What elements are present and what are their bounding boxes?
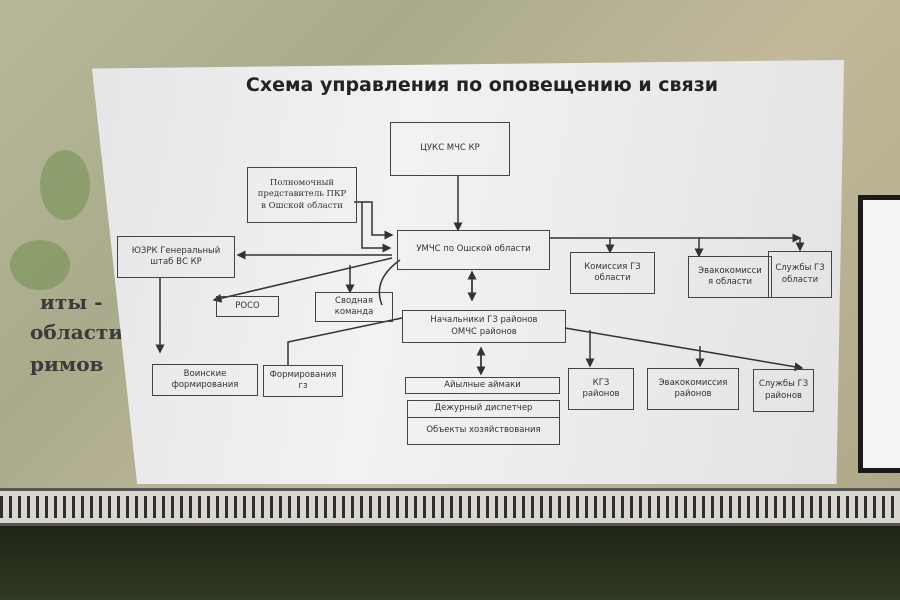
node-obekty: Объекты хозяйствования [407, 417, 560, 445]
node-svodnaya: Сводная команда [315, 292, 393, 322]
node-formirovaniya: Формирования гз [263, 365, 343, 397]
connector-lines [155, 175, 805, 376]
node-cuks: ЦУКС МЧС КР [390, 122, 510, 176]
node-komissiya-gz: Комиссия ГЗ области [570, 252, 655, 294]
map-forest [40, 150, 90, 220]
map-label: римов [30, 352, 104, 376]
node-evako-raionov: Эвакокомиссия районов [647, 368, 739, 410]
node-roso: РОСО [216, 296, 279, 317]
node-aiyl-aimaki: Айылные аймаки [405, 377, 560, 394]
map-label: области [30, 320, 124, 344]
node-sluzhby-oblast: Службы ГЗ области [768, 251, 832, 298]
map-label: иты - [40, 290, 103, 314]
node-nachalniki: Начальники ГЗ районов ОМЧС районов [402, 310, 566, 343]
ornamental-border [0, 488, 900, 526]
node-kgz-raionov: КГЗ районов [568, 368, 634, 410]
node-sluzhby-raionov: Службы ГЗ районов [753, 369, 814, 412]
node-dispatcher: Дежурный диспетчер [407, 400, 560, 418]
grass [0, 526, 900, 600]
node-representative: Полномочный представитель ПКР в Ошской о… [247, 167, 357, 223]
node-evako-oblast: Эвакокомисси я области [688, 256, 772, 298]
side-board [858, 195, 900, 473]
map-forest [10, 240, 70, 290]
diagram-poster: Схема управления по оповещению и связи [92, 60, 844, 484]
diagram-title: Схема управления по оповещению и связи [245, 74, 719, 96]
node-voinskie: Воинские формирования [152, 364, 258, 396]
node-uzrk: ЮЗРК Генеральный штаб ВС КР [117, 236, 235, 278]
node-umchs: УМЧС по Ошской области [397, 230, 550, 270]
